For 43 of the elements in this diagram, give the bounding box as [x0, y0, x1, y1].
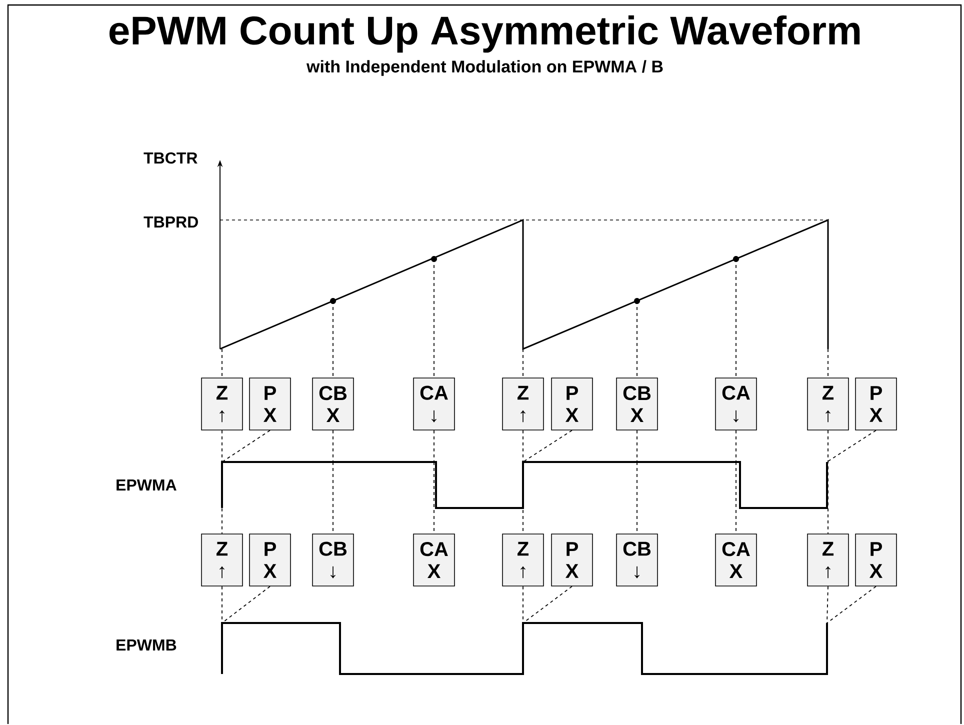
- action-box: P X: [249, 534, 291, 586]
- leader-line: [222, 586, 270, 624]
- action-box: CA X: [715, 534, 757, 586]
- action-box: CA ↓: [715, 378, 757, 430]
- tbprd-level-label: TBPRD: [144, 216, 198, 228]
- title: ePWM Count Up Asymmetric Waveform: [109, 15, 860, 53]
- timing-guide-line: [522, 586, 524, 624]
- action-box: P X: [855, 378, 897, 430]
- action-box: CA X: [413, 534, 455, 586]
- timing-guide-line: [636, 300, 638, 378]
- timing-guide-line: [332, 430, 334, 462]
- leader-line: [522, 586, 572, 624]
- action-box: CB ↓: [616, 534, 658, 586]
- action-box: P X: [855, 534, 897, 586]
- tbctr-axis-label: TBCTR: [144, 152, 198, 164]
- timing-guide-line: [522, 430, 524, 462]
- signal-label: EPWMB: [116, 640, 176, 650]
- action-box: Z ↑: [807, 378, 849, 430]
- action-box: P X: [249, 378, 291, 430]
- epwmb-waveform: [221, 622, 828, 675]
- leader-line: [826, 430, 876, 462]
- sawtooth-waveform: [220, 218, 829, 350]
- epwma-waveform: [221, 461, 828, 509]
- leader-line: [522, 430, 572, 462]
- action-box: CB X: [616, 378, 658, 430]
- action-box: CA ↓: [413, 378, 455, 430]
- timing-guide-line: [636, 430, 638, 462]
- action-box: Z ↑: [807, 534, 849, 586]
- action-box: CB X: [312, 378, 354, 430]
- subtitle: with Independent Modulation on EPWMA / B: [306, 60, 663, 76]
- action-box: Z ↑: [201, 378, 243, 430]
- action-box: CB ↓: [312, 534, 354, 586]
- action-box: P X: [551, 534, 593, 586]
- action-box: P X: [551, 378, 593, 430]
- signal-label: EPWMA: [116, 480, 176, 490]
- timing-guide-line: [826, 586, 828, 624]
- action-box: Z ↑: [502, 378, 544, 430]
- leader-line: [826, 586, 876, 624]
- leader-line: [222, 430, 270, 462]
- action-box: Z ↑: [201, 534, 243, 586]
- timing-guide-line: [522, 348, 524, 378]
- action-box: Z ↑: [502, 534, 544, 586]
- timing-guide-line: [332, 300, 334, 378]
